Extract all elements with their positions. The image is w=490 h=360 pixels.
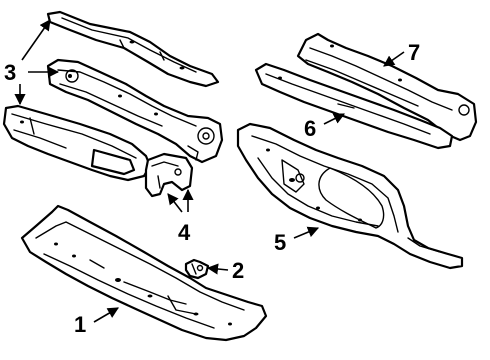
part-6-insulator [254,62,454,150]
callout-3: 3 [4,60,16,85]
leader-lines [14,19,405,323]
part-4-bracket [144,152,194,198]
callout-4: 4 [178,220,191,245]
callout-2: 2 [232,258,244,283]
part-3-middle-panel [46,58,224,164]
part-2-clip [184,258,210,280]
part-5-dash-panel [236,122,464,270]
callout-6: 6 [304,116,316,141]
part-1-cowl-panel [20,204,268,342]
callout-5: 5 [274,230,286,255]
part-3-lower-panel [2,104,152,182]
callout-7: 7 [408,40,420,65]
callout-labels: 1 2 3 4 5 6 7 [4,40,420,337]
callout-1: 1 [74,312,86,337]
part-3-upper-panel [46,10,220,88]
part-7-crossmember [296,32,478,142]
